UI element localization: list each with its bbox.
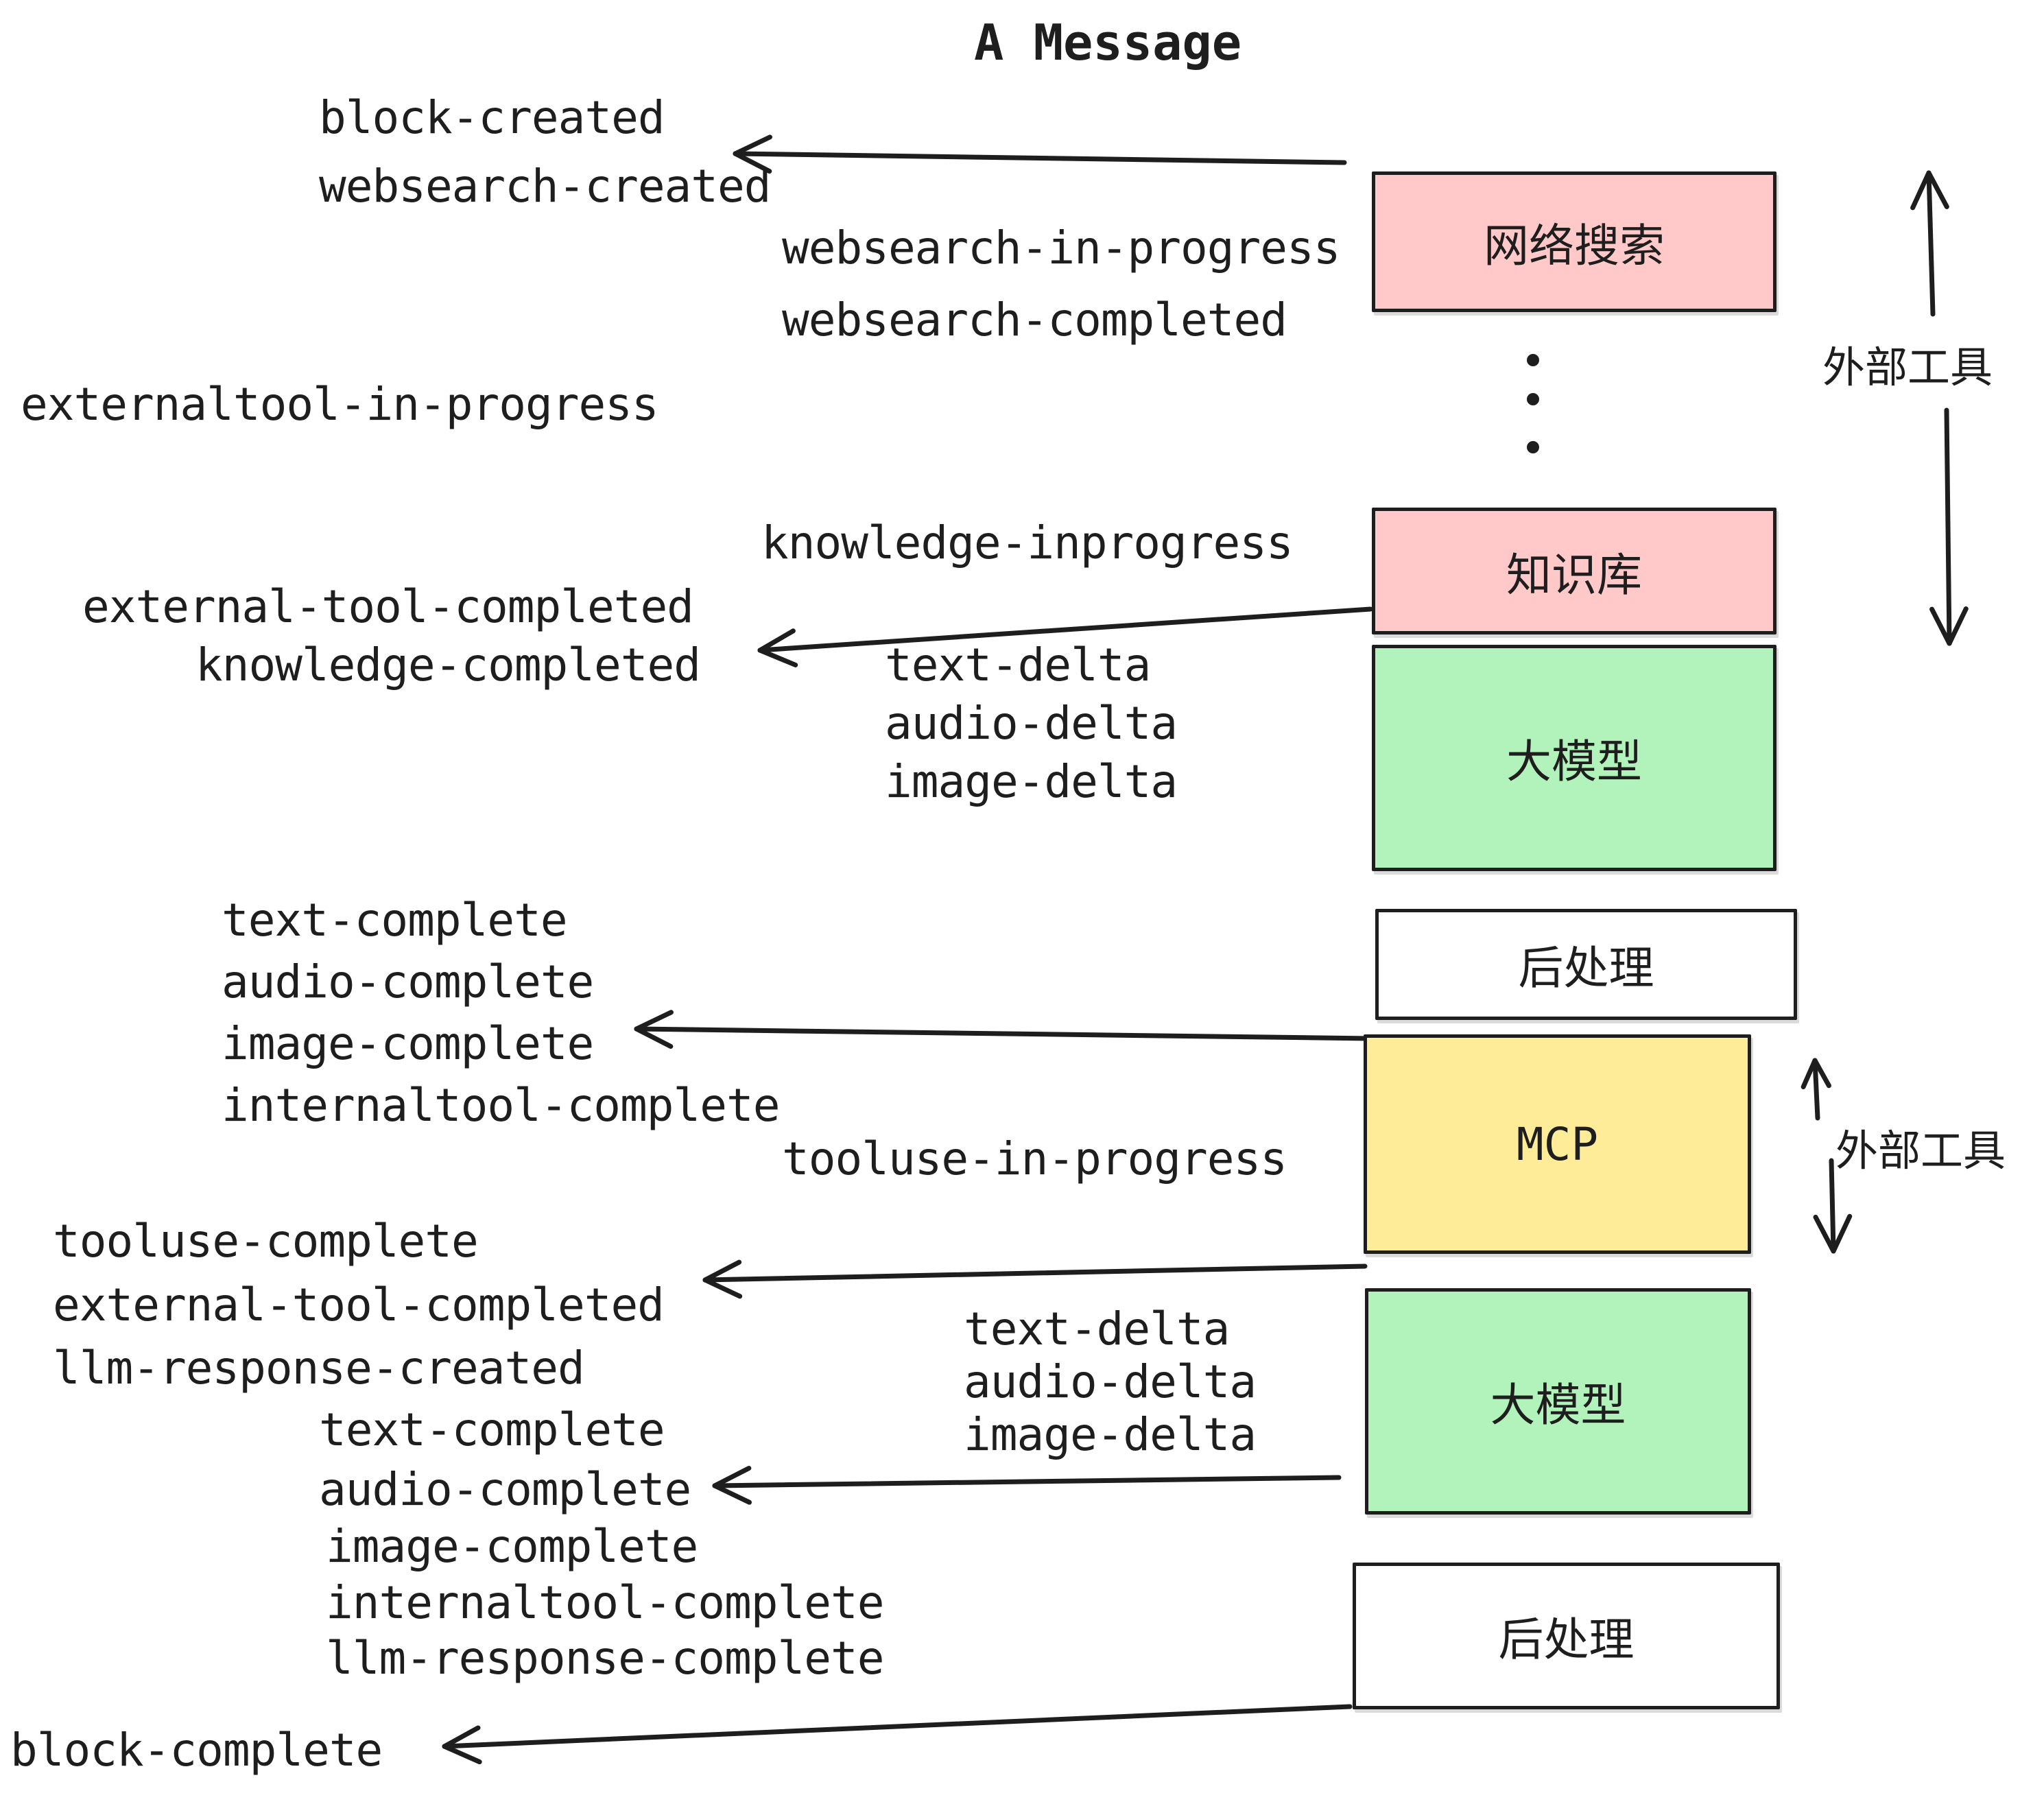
ellipsis-dot-2: [1527, 393, 1539, 405]
event-label-websearch-in-progress: websearch-in-progress: [782, 222, 1340, 274]
event-label-internaltool-complete-2: internaltool-complete: [326, 1576, 884, 1629]
arrow-ext-mcp-up: [1801, 1058, 1831, 1121]
event-label-block-complete: block-complete: [10, 1724, 383, 1777]
event-label-audio-complete-2: audio-complete: [319, 1463, 691, 1516]
flow-box-post-process-2: 后处理: [1353, 1563, 1780, 1709]
flow-box-label-web-search: 网络搜索: [1484, 219, 1665, 272]
flow-box-llm-2: 大模型: [1365, 1288, 1751, 1515]
flow-box-web-search: 网络搜索: [1372, 171, 1776, 312]
event-label-internaltool-complete-1: internaltool-complete: [222, 1079, 780, 1132]
event-label-knowledge-completed: knowledge-completed: [195, 639, 701, 691]
event-label-knowledge-inprogress: knowledge-inprogress: [761, 517, 1294, 569]
flow-box-llm-1: 大模型: [1372, 645, 1776, 871]
event-label-image-complete-1: image-complete: [222, 1017, 594, 1070]
flow-box-knowledge-base: 知识库: [1372, 508, 1776, 634]
arrow-block-created: [733, 134, 1347, 174]
flow-box-label-mcp: MCP: [1516, 1117, 1599, 1171]
flow-box-mcp: MCP: [1364, 1034, 1751, 1254]
flow-box-label-knowledge-base: 知识库: [1506, 548, 1642, 602]
event-label-audio-delta-2: audio-delta: [964, 1355, 1257, 1408]
event-label-image-delta-1: image-delta: [885, 755, 1178, 808]
arrow-block-complete: [442, 1704, 1353, 1765]
event-label-block-created: block-created: [319, 91, 665, 144]
event-label-websearch-created: websearch-created: [319, 160, 772, 213]
arrow-image-complete: [634, 1010, 1373, 1049]
side-annotation-external-tools-mcp: 外部工具: [1835, 1128, 2006, 1175]
event-label-audio-delta-1: audio-delta: [885, 697, 1178, 750]
ellipsis-dot-3: [1527, 441, 1539, 453]
event-label-websearch-completed: websearch-completed: [782, 294, 1287, 346]
event-label-image-complete-2: image-complete: [326, 1520, 698, 1573]
arrow-audio-complete: [712, 1465, 1342, 1505]
event-label-tooluse-in-progress: tooluse-in-progress: [782, 1132, 1287, 1185]
event-label-text-complete-1: text-complete: [222, 894, 568, 947]
diagram-title: A Message: [974, 14, 1242, 71]
event-label-llm-response-created: llm-response-created: [53, 1342, 585, 1394]
flow-box-post-process-1: 后处理: [1375, 909, 1797, 1020]
event-label-text-complete-2: text-complete: [319, 1403, 665, 1456]
event-label-image-delta-2: image-delta: [964, 1408, 1257, 1461]
event-label-llm-response-complete: llm-response-complete: [326, 1632, 884, 1685]
event-label-external-tool-completed-2: external-tool-completed: [53, 1279, 665, 1331]
event-label-tooluse-complete: tooluse-complete: [53, 1215, 479, 1268]
event-label-external-tool-completed-1: external-tool-completed: [82, 580, 694, 633]
event-label-text-delta-1: text-delta: [885, 639, 1151, 691]
ellipsis-dot-1: [1527, 354, 1539, 366]
flow-box-label-post-process-1: 后处理: [1518, 942, 1654, 995]
side-annotation-external-tools-top: 外部工具: [1822, 344, 1993, 392]
event-label-audio-complete-1: audio-complete: [222, 956, 594, 1008]
arrow-ext-top-up: [1910, 170, 1949, 317]
flow-box-label-llm-1: 大模型: [1506, 735, 1642, 788]
event-label-text-delta-2: text-delta: [964, 1303, 1230, 1355]
flow-box-label-llm-2: 大模型: [1490, 1379, 1626, 1432]
flow-box-label-post-process-2: 后处理: [1498, 1613, 1635, 1666]
arrow-tooluse-complete: [702, 1259, 1368, 1299]
arrow-ext-top-down: [1929, 407, 1969, 646]
event-label-externaltool-in-progress: externaltool-in-progress: [21, 378, 659, 431]
